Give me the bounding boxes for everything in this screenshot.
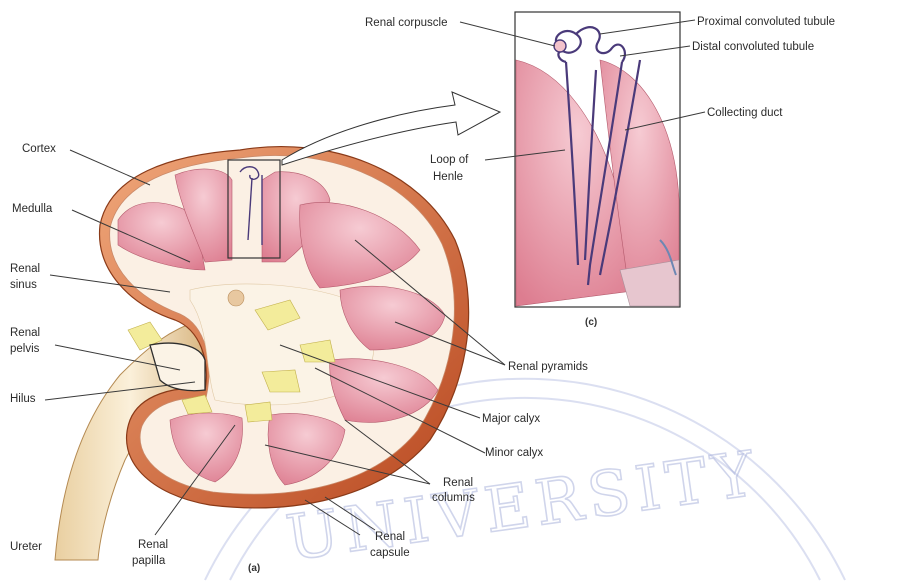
label-cortex: Cortex bbox=[22, 143, 56, 155]
label-renal-capsule-2: capsule bbox=[370, 547, 410, 559]
label-renal-sinus-1: Renal bbox=[10, 263, 40, 275]
label-collecting-duct: Collecting duct bbox=[707, 107, 783, 119]
label-loop-of-henle-2: Henle bbox=[433, 171, 463, 183]
label-renal-columns-2: columns bbox=[432, 492, 475, 504]
label-renal-pyramids: Renal pyramids bbox=[508, 361, 588, 373]
label-renal-papilla-1: Renal bbox=[138, 539, 168, 551]
minor-calyx-shape bbox=[245, 402, 272, 422]
label-proximal-tubule: Proximal convoluted tubule bbox=[697, 16, 835, 28]
label-ureter: Ureter bbox=[10, 541, 42, 553]
panel-label-a: (a) bbox=[248, 563, 260, 574]
renal-corpuscle-shape bbox=[554, 40, 566, 52]
label-renal-pelvis-1: Renal bbox=[10, 327, 40, 339]
label-medulla: Medulla bbox=[12, 203, 53, 215]
label-renal-pelvis-2: pelvis bbox=[10, 343, 40, 355]
label-minor-calyx: Minor calyx bbox=[485, 447, 543, 459]
label-renal-papilla-2: papilla bbox=[132, 555, 166, 567]
label-major-calyx: Major calyx bbox=[482, 413, 540, 425]
inset-panel-c bbox=[515, 12, 680, 307]
label-renal-capsule-1: Renal bbox=[375, 531, 405, 543]
label-renal-corpuscle: Renal corpuscle bbox=[365, 17, 447, 29]
label-distal-tubule: Distal convoluted tubule bbox=[692, 41, 814, 53]
sinus-fat bbox=[228, 290, 244, 306]
label-renal-sinus-2: sinus bbox=[10, 279, 37, 291]
label-renal-columns-1: Renal bbox=[443, 477, 473, 489]
panel-label-c: (c) bbox=[585, 317, 597, 328]
label-hilus: Hilus bbox=[10, 393, 36, 405]
label-loop-of-henle-1: Loop of bbox=[430, 154, 469, 166]
